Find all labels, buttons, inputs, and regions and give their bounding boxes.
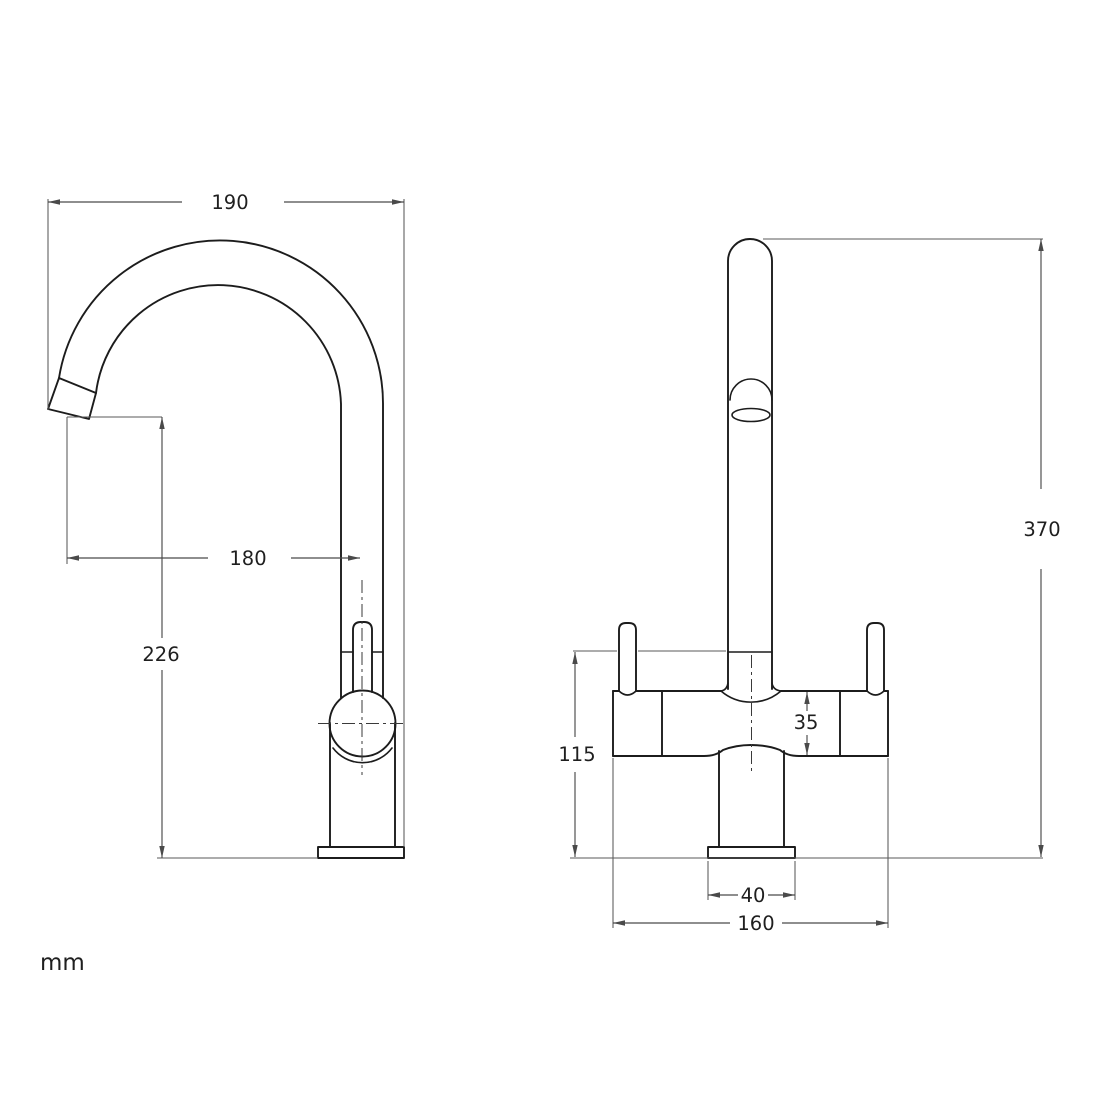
body-column-side [329,722,396,848]
dimension-label-35: 35 [794,711,819,734]
dimension-label-115: 115 [558,743,595,766]
handle-left [618,622,637,692]
spout-tip-cap [47,377,97,420]
handle-left-socket [618,690,637,696]
dimension-spout-height: 226 [142,417,180,858]
base-flange-front [707,846,796,859]
crossbar-bottom-arch [612,744,889,757]
riser-tube [727,238,773,690]
base-flange-side [317,846,405,859]
extension-line [612,758,889,928]
dimension-label-160: 160 [737,912,774,935]
dimension-body-depth: 35 [794,692,819,755]
tube-socket-arc [720,690,782,703]
dimension-overall-width: 160 [612,758,889,935]
dimension-spout-width: 190 [47,191,405,847]
spout-inner-curve [95,284,342,699]
dimension-label-190: 190 [211,191,248,214]
crossbar-seams [661,690,841,757]
dimension-upper-body-height: 115 [558,650,726,857]
dimension-total-height: 370 [763,238,1061,857]
aerator-dome [729,378,773,401]
dimension-base-width: 40 [707,861,796,907]
column-front [718,750,785,848]
handle-right-socket [866,690,885,696]
handle-right [866,622,885,692]
front-view: 370 115 35 40 160 [558,238,1061,935]
side-view: 190 180 226 [47,191,406,859]
dimension-label-370: 370 [1023,518,1060,541]
valve-cup-arc [332,747,393,764]
dimension-label-40: 40 [741,884,766,907]
unit-label: mm [40,950,85,976]
dimension-spout-reach: 180 [66,416,360,570]
crossbar-ends [612,690,889,757]
dimension-label-180: 180 [229,547,266,570]
aerator-ellipse [731,407,771,423]
dimension-label-226: 226 [142,643,179,666]
spout-outer-curve [58,239,384,699]
